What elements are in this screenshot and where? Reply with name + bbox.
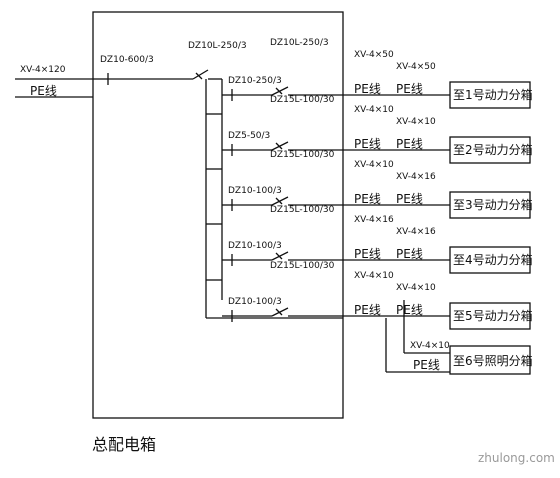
branch-2-cable-out-label: XV-4×10 bbox=[354, 105, 394, 115]
branch-3-cable-tail-label: XV-4×16 bbox=[396, 172, 436, 182]
branch-5-breaker-left-label: DZ10-100/3 bbox=[228, 297, 282, 307]
branch-1-cable-out-label: XV-4×50 bbox=[354, 50, 394, 60]
branch-2-pe1-label: PE线 bbox=[354, 137, 381, 151]
branch-3-target-box bbox=[449, 191, 531, 219]
branch-1-switch-mark bbox=[275, 87, 283, 95]
branch-3-pe2-label: PE线 bbox=[396, 192, 423, 206]
branch-4-switch-blade bbox=[271, 251, 289, 261]
branch-1-target-label: 至1号动力分箱 bbox=[453, 87, 533, 102]
branch-3-cable-out-label: XV-4×10 bbox=[354, 160, 394, 170]
branch-2-breaker-right-label: DZ15L-100/30 bbox=[270, 95, 335, 105]
branch-5-target-label: 至5号动力分箱 bbox=[453, 308, 533, 323]
branch-3-switch-mark bbox=[275, 197, 283, 205]
lighting-cable-label: XV-4×10 bbox=[410, 341, 450, 351]
branch-5-cable-out-label: XV-4×10 bbox=[354, 271, 394, 281]
branch-1-breaker-left-label: DZ10-250/3 bbox=[228, 76, 282, 86]
branch-4-switch-mark bbox=[275, 252, 283, 260]
branch-1-pe2-label: PE线 bbox=[396, 82, 423, 96]
branch-2-target-label: 至2号动力分箱 bbox=[453, 142, 533, 157]
main-breaker-label: DZ10-600/3 bbox=[100, 55, 154, 65]
branch-3-switch-blade bbox=[271, 196, 289, 206]
branch-3-breaker-left-label: DZ10-100/3 bbox=[228, 186, 282, 196]
branch-2-pe2-label: PE线 bbox=[396, 137, 423, 151]
branch-4-breaker-left-label: DZ10-100/3 bbox=[228, 241, 282, 251]
branch-5-switch-blade bbox=[271, 307, 289, 317]
incoming-cable-label: XV-4×120 bbox=[20, 65, 66, 75]
branch-4-pe1-label: PE线 bbox=[354, 247, 381, 261]
branch-4-pe2-label: PE线 bbox=[396, 247, 423, 261]
branch-4-cable-tail-label: XV-4×16 bbox=[396, 227, 436, 237]
header-breaker-blade bbox=[192, 69, 209, 80]
branch-5-cable-tail-label: XV-4×10 bbox=[396, 283, 436, 293]
branch-3-target-label: 至3号动力分箱 bbox=[453, 197, 533, 212]
lighting-target-label: 至6号照明分箱 bbox=[453, 353, 533, 368]
branch-3-pe1-label: PE线 bbox=[354, 192, 381, 206]
lighting-pe-label: PE线 bbox=[413, 358, 440, 372]
incoming-pe-label: PE线 bbox=[30, 84, 57, 98]
watermark-text: zhulong.com bbox=[478, 451, 555, 465]
branch-3-breaker-right-label: DZ15L-100/30 bbox=[270, 150, 335, 160]
branch-5-switch-mark bbox=[275, 308, 283, 316]
branch-1-pe1-label: PE线 bbox=[354, 82, 381, 96]
branch-5-pe1-label: PE线 bbox=[354, 303, 381, 317]
branch-1-cable-tail-label: XV-4×50 bbox=[396, 62, 436, 72]
branch-2-breaker-left-label: DZ5-50/3 bbox=[228, 131, 270, 141]
header-breaker-label: DZ10L-250/3 bbox=[188, 41, 247, 51]
cabinet-title: 总配电箱 bbox=[92, 435, 156, 454]
cabinet-enclosure bbox=[92, 11, 344, 419]
branch-2-switch-mark bbox=[275, 142, 283, 150]
branch-2-target-box bbox=[449, 136, 531, 164]
lighting-target-box bbox=[449, 345, 531, 375]
branch-2-switch-blade bbox=[271, 141, 289, 151]
branch-1-breaker-right-label: DZ10L-250/3 bbox=[270, 38, 329, 48]
branch-4-target-label: 至4号动力分箱 bbox=[453, 252, 533, 267]
branch-1-target-box bbox=[449, 81, 531, 109]
branch-4-target-box bbox=[449, 246, 531, 274]
branch-4-cable-out-label: XV-4×16 bbox=[354, 215, 394, 225]
branch-4-breaker-right-label: DZ15L-100/30 bbox=[270, 205, 335, 215]
header-breaker-mark bbox=[195, 72, 203, 80]
branch-1-switch-blade bbox=[271, 86, 289, 96]
branch-5-target-box bbox=[449, 302, 531, 330]
branch-5-breaker-right-label: DZ15L-100/30 bbox=[270, 261, 335, 271]
branch-2-cable-tail-label: XV-4×10 bbox=[396, 117, 436, 127]
branch-5-pe2-label: PE线 bbox=[396, 303, 423, 317]
